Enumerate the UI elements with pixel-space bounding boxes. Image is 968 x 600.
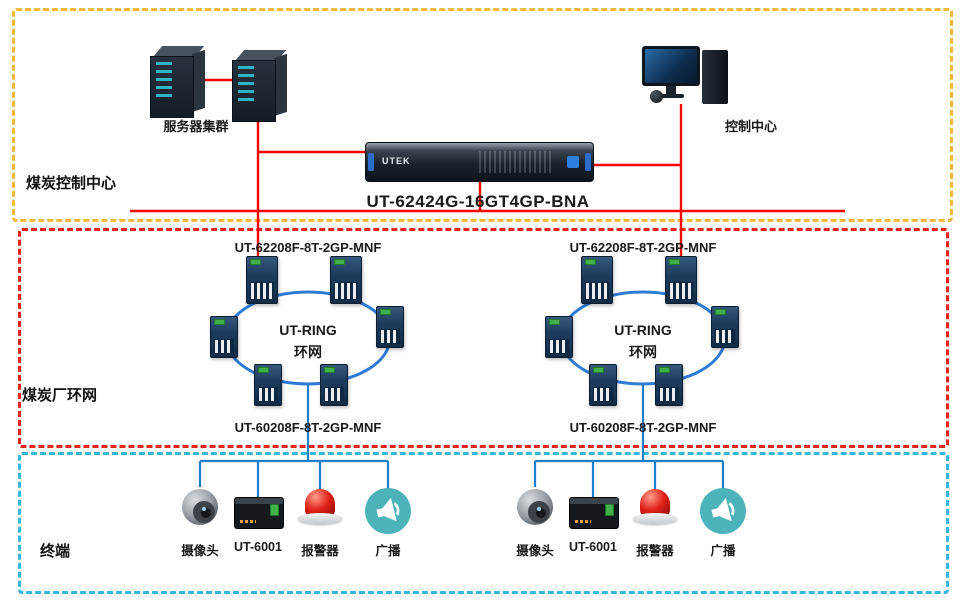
ring2-name-line1: UT-RING: [614, 322, 672, 338]
monitor-screen: [645, 49, 697, 83]
alarm-dome: [305, 489, 335, 517]
switch-brand-logo: UTEK: [382, 156, 411, 166]
media-converter-icon: [569, 497, 619, 529]
ring-switch: [210, 316, 238, 358]
ring-switch: [665, 256, 697, 304]
ring-switch: [330, 256, 362, 304]
media-converter-icon: [234, 497, 284, 529]
ring-switch: [246, 256, 278, 304]
alarm-icon: [633, 489, 677, 531]
ring1-name-line1: UT-RING: [279, 322, 337, 338]
zone-label-terminal: 终端: [40, 543, 71, 560]
alarm-label: 报警器: [636, 544, 674, 558]
zone-label-control-center: 煤炭控制中心: [26, 175, 117, 192]
ring2-name-line2: 环网: [629, 344, 657, 360]
alarm-base: [298, 513, 342, 524]
ring-switch: [589, 364, 617, 406]
speaker-label: 广播: [375, 544, 401, 558]
ring2-top-switch-label: UT-62208F-8T-2GP-MNF: [569, 240, 717, 255]
ring-switch: [376, 306, 404, 348]
ring2-bottom-switch-label: UT-60208F-8T-2GP-MNF: [569, 420, 717, 435]
converter-label: UT-6001: [569, 540, 617, 554]
alarm-icon: [298, 489, 342, 531]
ring-network-zone-border: [18, 228, 949, 448]
camera-label: 摄像头: [181, 544, 219, 558]
server-front-face: [150, 56, 194, 118]
ring1-name-line2: 环网: [294, 344, 322, 360]
ring-switch: [254, 364, 282, 406]
core-switch-label: UT-62424G-16GT4GP-BNA: [366, 192, 590, 211]
switch-led-icon: [567, 156, 579, 168]
server-tower-1: [150, 46, 208, 118]
broadcast-speaker-icon: [700, 488, 746, 534]
ring1-top-switch-label: UT-62208F-8T-2GP-MNF: [234, 240, 382, 255]
alarm-base: [633, 513, 677, 524]
speaker-label: 广播: [710, 544, 736, 558]
ring-switch: [711, 306, 739, 348]
control-center-label: 控制中心: [724, 119, 777, 134]
alarm-dome: [640, 489, 670, 517]
ring-switch: [320, 364, 348, 406]
camera-icon: [178, 486, 222, 530]
camera-icon: [513, 486, 557, 530]
rack-ear-icon: [368, 153, 374, 171]
alarm-label: 报警器: [301, 544, 339, 558]
ring-switch: [545, 316, 573, 358]
ring1-bottom-switch-label: UT-60208F-8T-2GP-MNF: [234, 420, 382, 435]
server-tower-2: [232, 50, 290, 122]
converter-label: UT-6001: [234, 540, 282, 554]
switch-vents: [479, 151, 551, 173]
terminal-zone-border: [18, 452, 949, 594]
monitor-base: [658, 94, 684, 98]
camera-label: 摄像头: [516, 544, 554, 558]
webcam-ball-icon: [650, 90, 663, 103]
server-front-face: [232, 60, 276, 122]
core-switch-device: UTEK: [365, 142, 594, 182]
ring-switch: [655, 364, 683, 406]
rack-ear-icon: [585, 153, 591, 171]
zone-label-ring-network: 煤炭厂环网: [22, 387, 98, 404]
monitor-stand: [666, 86, 676, 94]
ring-switch: [581, 256, 613, 304]
server-cluster-label: 服务器集群: [163, 119, 229, 134]
control-pc-tower: [702, 50, 728, 104]
broadcast-speaker-icon: [365, 488, 411, 534]
control-monitor: [642, 46, 700, 86]
ring-ellipses: [224, 290, 727, 386]
